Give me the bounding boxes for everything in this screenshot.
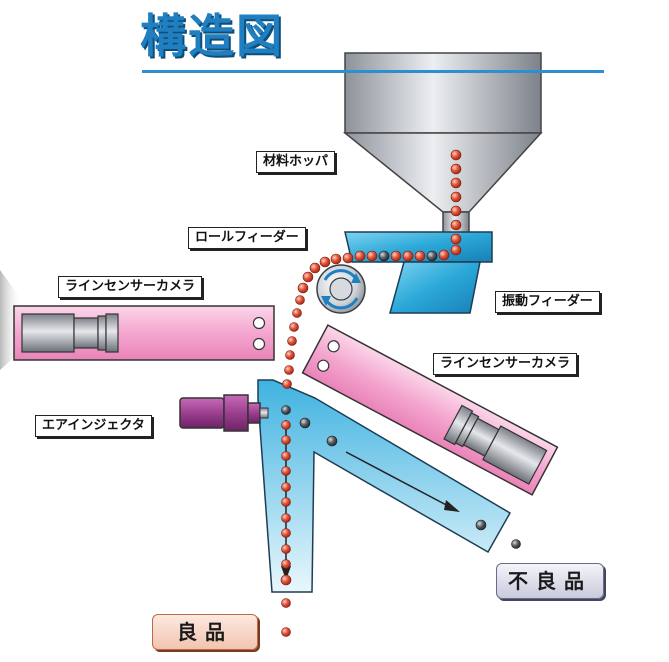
feeder-particle	[402, 250, 414, 262]
hopper-particle	[450, 219, 462, 231]
ejected-particle	[281, 405, 291, 415]
good-product-badge: 良品	[152, 614, 258, 650]
falling-particle	[295, 295, 305, 305]
roll-feeder-label: ロールフィーダー	[188, 227, 306, 249]
roll-particle	[342, 252, 354, 264]
good-particle	[281, 497, 291, 507]
falling-particle	[284, 365, 294, 375]
right-line-sensor-camera	[301, 324, 559, 496]
good-particle	[280, 574, 292, 586]
vibrating-feeder-label: 振動フィーダー	[495, 291, 600, 313]
left-camera-label: ラインセンサーカメラ	[58, 276, 203, 298]
feeder-particle	[426, 250, 438, 262]
air-injector-label: エアインジェクタ	[35, 415, 152, 437]
right-camera-label: ラインセンサーカメラ	[433, 353, 578, 375]
falling-particle	[285, 350, 295, 360]
feeder-particle	[378, 250, 390, 262]
material-particles	[280, 149, 521, 637]
page-title: 構造図	[140, 9, 284, 63]
defective-product-badge: 不良品	[496, 563, 604, 599]
hopper-particle	[450, 205, 462, 217]
falling-particle	[289, 322, 299, 332]
defective-particle	[299, 417, 311, 429]
air-injector	[179, 394, 269, 432]
roll-particle	[302, 271, 314, 283]
hopper-particle	[450, 177, 462, 189]
good-particle	[281, 559, 291, 569]
material-hopper	[342, 52, 543, 235]
defective-product-flow-arrow	[345, 451, 460, 512]
falling-particle	[292, 308, 302, 318]
hopper-particle	[450, 233, 462, 245]
roll-particle	[319, 256, 331, 268]
good-particle	[281, 598, 291, 608]
falling-particle	[287, 336, 297, 346]
feeder-particle	[438, 249, 450, 261]
hopper-particle	[450, 191, 462, 203]
left-line-sensor-camera	[13, 305, 275, 361]
good-particle	[281, 528, 291, 538]
feeder-particle	[390, 250, 402, 262]
roll-particle	[297, 282, 309, 294]
roll-particle	[330, 253, 342, 265]
hopper-label: 材料ホッパ	[256, 151, 336, 173]
good-particle	[281, 513, 291, 523]
sorting-chute	[257, 379, 512, 593]
good-particle	[281, 482, 291, 492]
falling-particle	[282, 379, 292, 389]
hopper-particle	[450, 149, 462, 161]
roll-particle	[309, 262, 321, 274]
feeder-particle	[414, 250, 426, 262]
good-particle	[281, 451, 291, 461]
good-particle	[281, 466, 291, 476]
good-particle	[281, 435, 291, 445]
hopper-particle	[450, 163, 462, 175]
good-particle	[281, 627, 291, 637]
good-particle	[281, 420, 291, 430]
feeder-particle	[354, 250, 366, 262]
defective-particle	[326, 435, 338, 447]
defective-particle	[511, 539, 521, 549]
feeder-particle	[450, 244, 462, 256]
defective-particle	[475, 519, 487, 531]
vibrating-feeder	[344, 231, 493, 314]
feeder-particle	[366, 250, 378, 262]
roll-feeder	[316, 264, 366, 314]
good-particle	[281, 544, 291, 554]
title-underline	[142, 70, 604, 73]
